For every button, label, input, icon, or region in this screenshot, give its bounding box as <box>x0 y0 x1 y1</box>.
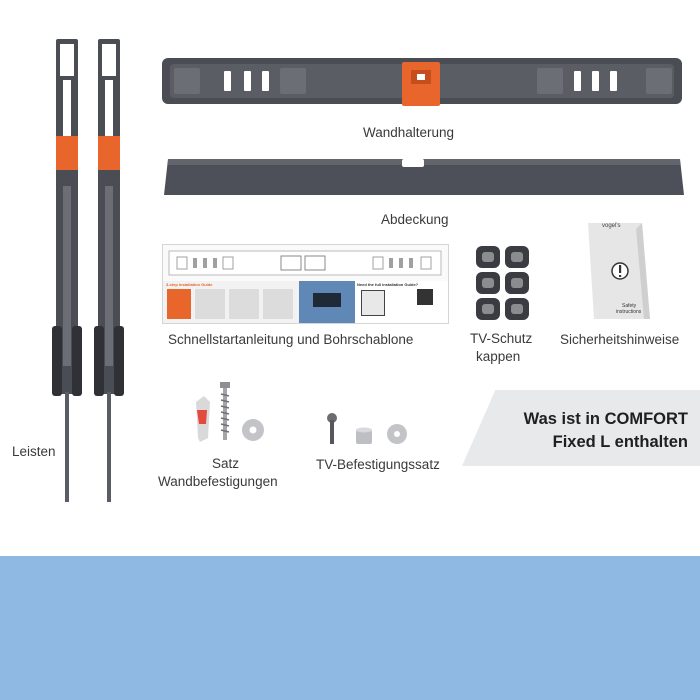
label-wandhalterung: Wandhalterung <box>363 125 455 140</box>
guide-steps-panel: 3-step installation Guide <box>163 281 299 323</box>
label-satz-1: Satz <box>212 456 240 471</box>
strip-left <box>52 39 82 502</box>
guide-heading-left: 3-step installation Guide <box>166 282 213 287</box>
spacer-icon <box>356 427 372 444</box>
washer-icon <box>242 419 264 441</box>
safety-brand: vogel's <box>602 223 621 229</box>
label-satz-2: Wandbefestigungen <box>158 474 278 489</box>
safety-title-2: instructions <box>616 309 642 315</box>
guide-illustration: 3-step installation Guide Need the full … <box>162 244 449 324</box>
tv-fixing-kit-illustration <box>320 412 416 452</box>
bottom-band <box>0 556 700 700</box>
wall-fixing-kit-illustration <box>190 380 270 450</box>
wall-plug-icon <box>196 396 210 442</box>
cover-illustration <box>162 155 686 201</box>
banner-line-2: Fixed L enthalten <box>552 433 688 451</box>
tv-caps-illustration <box>474 244 532 322</box>
wall-bracket-illustration <box>162 56 684 108</box>
guide-step-image <box>263 289 293 319</box>
drill-template <box>168 250 442 276</box>
label-leisten: Leisten <box>12 444 56 459</box>
tv-washer-icon <box>387 424 407 444</box>
screw-icon <box>220 382 230 440</box>
safety-leaflet-illustration: vogel's Safety instructions <box>584 221 654 321</box>
guide-step-image <box>229 289 259 319</box>
bolt-icon <box>327 413 337 444</box>
tablet-icon <box>361 290 385 316</box>
guide-step-badge <box>167 289 191 319</box>
tv-image <box>313 293 341 307</box>
label-tvschutz-2: kappen <box>476 349 521 364</box>
qr-code-icon <box>417 289 433 305</box>
strips-illustration <box>50 36 140 506</box>
guide-photo-panel <box>299 281 355 323</box>
title-banner: Was ist in COMFORT Fixed L enthalten <box>462 390 700 466</box>
guide-step-image <box>195 289 225 319</box>
label-sicherheit: Sicherheitshinweise <box>560 332 680 347</box>
guide-heading-right: Need the full installation Guide? <box>357 282 419 287</box>
guide-info-panel: Need the full installation Guide? <box>355 281 448 323</box>
banner-line-1: Was ist in COMFORT <box>523 410 688 428</box>
label-tvbefestigung: TV-Befestigungssatz <box>316 457 440 472</box>
safety-title-1: Safety <box>622 303 637 309</box>
label-abdeckung: Abdeckung <box>381 212 449 227</box>
label-tvschutz-1: TV-Schutz <box>470 331 533 346</box>
label-schnellstart: Schnellstartanleitung und Bohrschablone <box>168 332 414 347</box>
strip-right <box>94 39 124 502</box>
